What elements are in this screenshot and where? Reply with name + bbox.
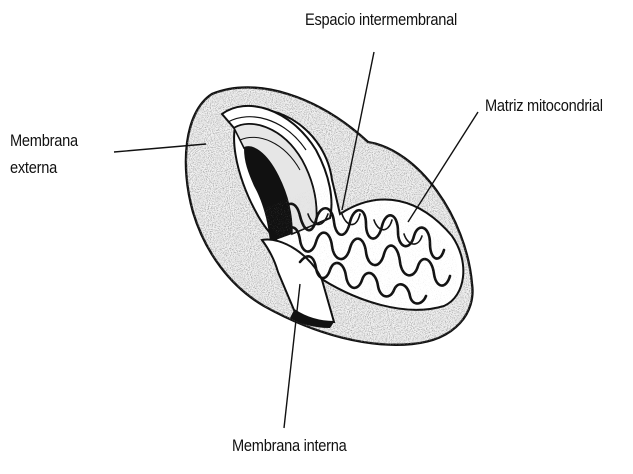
- label-espacio-intermembranal: Espacio intermembranal: [305, 10, 457, 30]
- label-membrana-externa-line2: externa: [10, 158, 57, 178]
- label-membrana-interna: Membrana interna: [232, 436, 347, 456]
- label-membrana-externa-line1: Membrana: [10, 131, 78, 151]
- label-matriz-mitocondrial: Matriz mitocondrial: [485, 96, 603, 116]
